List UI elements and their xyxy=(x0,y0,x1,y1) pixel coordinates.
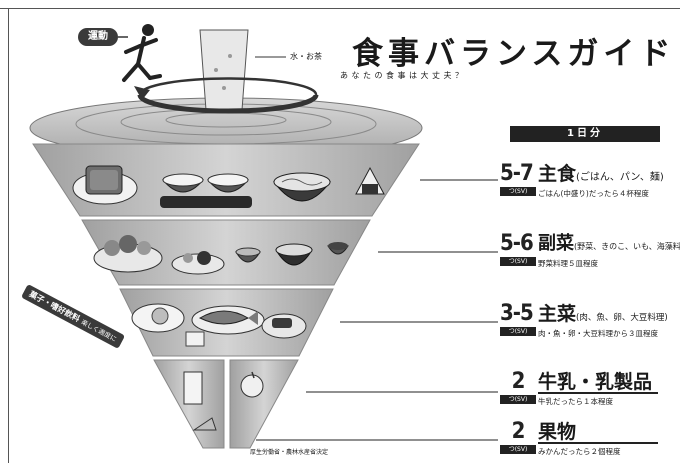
category-name: 主菜(肉、魚、卵、大豆料理) xyxy=(538,303,668,325)
tier-fruit xyxy=(229,359,299,449)
daily-amount-header: 1日分 xyxy=(510,126,660,142)
tofu-icon xyxy=(185,331,205,347)
serving-unit: つ(SV) xyxy=(500,445,536,454)
toast-icon xyxy=(72,165,138,205)
serving-range: 5-6 xyxy=(500,231,534,256)
category-description: ごはん(中盛り)だったら４杯程度 xyxy=(538,189,649,198)
category-underline xyxy=(538,392,658,394)
serving-range: 2 xyxy=(511,419,526,444)
onigiri-icon xyxy=(355,166,385,195)
category-description: 野菜料理５皿程度 xyxy=(538,259,598,268)
category-name: 果物 xyxy=(538,421,577,443)
serving-unit: つ(SV) xyxy=(500,395,536,404)
runner-icon xyxy=(122,24,162,82)
rotation-arrow-icon xyxy=(134,77,319,114)
frame-left xyxy=(8,8,9,463)
serving-unit: つ(SV) xyxy=(500,187,536,196)
category-underline xyxy=(538,442,658,444)
fish-icon xyxy=(191,305,265,335)
egg-icon xyxy=(131,303,185,333)
category-name: 主食(ごはん、パン、麺) xyxy=(538,163,664,185)
category-description: みかんだったら２個程度 xyxy=(538,447,621,456)
poster-title: 食事バランスガイド xyxy=(352,36,676,72)
frame-top xyxy=(0,8,680,9)
salad-icon xyxy=(93,235,163,273)
category-vegetable: 5-6 つ(SV) 副菜(野菜、きのこ、いも、海藻料理) 野菜料理５皿程度 xyxy=(500,232,680,272)
noodle-bowl-icon xyxy=(273,172,331,202)
serving-unit: つ(SV) xyxy=(500,257,536,266)
water-glass-icon xyxy=(199,29,249,111)
serving-range: 3-5 xyxy=(500,301,534,326)
soup-bowl-icon xyxy=(275,243,313,266)
credit-text: 厚生労働省・農林水産省決定 xyxy=(250,449,329,456)
milk-glass-icon xyxy=(183,371,203,405)
category-main: 3-5 つ(SV) 主菜(肉、魚、卵、大豆料理) 肉・魚・卵・大豆料理から３皿程… xyxy=(500,302,680,342)
category-name: 副菜(野菜、きのこ、いも、海藻料理) xyxy=(538,233,680,254)
apple-icon xyxy=(240,371,264,398)
vegetable-bowl-icon xyxy=(235,247,261,263)
category-staple: 5-7 つ(SV) 主食(ごはん、パン、麺) ごはん(中盛り)だったら４杯程度 xyxy=(500,162,680,202)
serving-range: 2 xyxy=(511,369,526,394)
rice-bowl-icon xyxy=(160,173,252,208)
serving-range: 5-7 xyxy=(500,161,534,186)
category-description: 牛乳だったら１本程度 xyxy=(538,397,613,406)
water-label: 水・お茶 xyxy=(290,52,322,61)
category-fruit: 2 つ(SV) 果物 みかんだったら２個程度 xyxy=(500,420,680,460)
poster-subtitle: あなたの食事は大丈夫？ xyxy=(340,71,467,80)
cheese-icon xyxy=(192,417,217,431)
category-name: 牛乳・乳製品 xyxy=(538,371,653,393)
category-dairy: 2 つ(SV) 牛乳・乳製品 牛乳だったら１本程度 xyxy=(500,370,680,410)
meat-dish-icon xyxy=(261,313,307,339)
seaweed-dish-icon xyxy=(327,242,349,255)
serving-unit: つ(SV) xyxy=(500,327,536,336)
exercise-badge: 運動 xyxy=(78,28,118,46)
category-description: 肉・魚・卵・大豆料理から３皿程度 xyxy=(538,329,658,338)
vegetable-dish-icon xyxy=(171,251,225,275)
